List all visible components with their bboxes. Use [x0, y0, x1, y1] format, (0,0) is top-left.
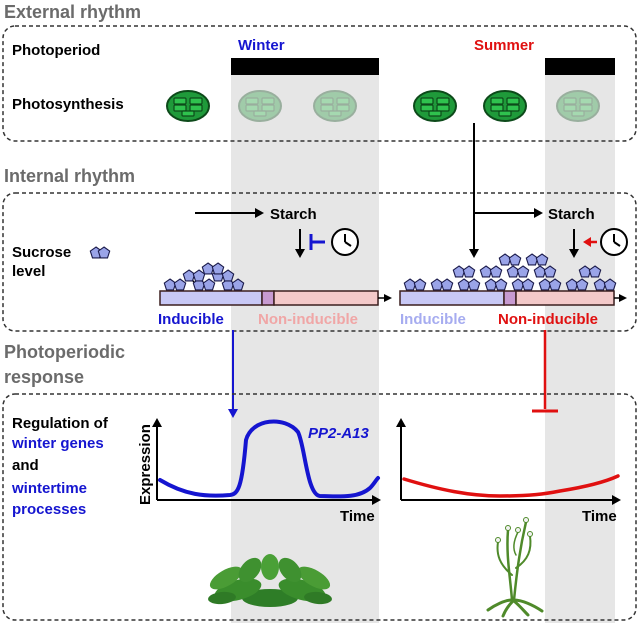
clock-icon — [331, 228, 359, 256]
x-axis-label-winter: Time — [340, 508, 375, 525]
y-axis-label-winter: Expression — [137, 424, 154, 505]
chloroplast-faded-icon — [313, 90, 357, 122]
summer-night-shade — [545, 70, 615, 623]
internal-rhythm-title: Internal rhythm — [4, 166, 135, 186]
inducible-label-summer: Inducible — [400, 311, 466, 328]
chloroplast-icon — [483, 90, 527, 122]
clock-icon — [600, 228, 628, 256]
external-rhythm-title: External rhythm — [4, 2, 141, 22]
gene-label: PP2-A13 — [308, 425, 370, 442]
sucrose-label: Sucrose — [12, 244, 71, 261]
regulation-label-4: wintertime — [11, 480, 87, 497]
external-box — [2, 25, 637, 142]
chloroplast-icon — [166, 90, 210, 122]
photoperiod-label: Photoperiod — [12, 42, 100, 59]
chloroplast-icon — [413, 90, 457, 122]
regulation-label-1: Regulation of — [12, 415, 109, 432]
winter-label: Winter — [238, 37, 285, 54]
chloroplast-faded-icon — [556, 90, 600, 122]
noninducible-label-winter: Non-inducible — [258, 311, 358, 328]
expression-curve-winter — [158, 419, 380, 499]
flowering-plant-illustration — [486, 517, 544, 618]
photoperiodic-response-title-2: response — [4, 367, 84, 387]
x-axis-label-summer: Time — [582, 508, 617, 525]
summer-dark-bar — [545, 58, 615, 75]
chloroplast-faded-icon — [238, 90, 282, 122]
regulation-label-5: processes — [12, 501, 86, 518]
photosynthesis-label: Photosynthesis — [12, 96, 124, 113]
summer-label: Summer — [474, 37, 534, 54]
inducible-label-winter: Inducible — [158, 311, 224, 328]
level-label: level — [12, 263, 45, 280]
starch-label-summer: Starch — [548, 206, 595, 223]
inducible-bar-summer — [399, 290, 505, 306]
expression-curve-summer — [402, 474, 620, 498]
winter-night-shade — [231, 70, 379, 623]
starch-label-winter: Starch — [270, 206, 317, 223]
noninducible-label-summer: Non-inducible — [498, 311, 598, 328]
photoperiodic-response-title-1: Photoperiodic — [4, 342, 125, 362]
inducible-bar-winter — [159, 290, 263, 306]
regulation-label-3: and — [12, 457, 39, 474]
sucrose-icon — [97, 246, 111, 259]
winter-dark-bar — [231, 58, 379, 75]
noninducible-bar-winter — [273, 290, 379, 306]
rosette-plant-illustration — [208, 554, 332, 607]
noninducible-bar-summer — [515, 290, 615, 306]
response-box — [2, 393, 637, 621]
internal-box — [2, 192, 637, 332]
regulation-label-2: winter genes — [11, 435, 104, 452]
